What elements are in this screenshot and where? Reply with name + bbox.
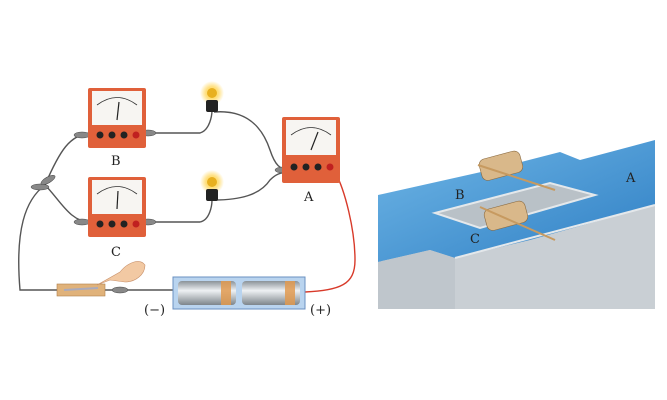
- label-negative: (−): [144, 303, 165, 318]
- switch: [56, 283, 106, 297]
- ammeter-c: [88, 177, 146, 237]
- clips: [30, 129, 292, 294]
- label-channel-c: C: [470, 232, 480, 247]
- water-channel-model: [378, 140, 656, 309]
- bulb-upper: [200, 81, 224, 112]
- label-meter-c: C: [111, 245, 121, 260]
- label-channel-b: B: [455, 188, 465, 203]
- waterwheel-lower: [479, 200, 556, 241]
- hand: [96, 261, 146, 286]
- label-meter-b: B: [111, 154, 121, 169]
- bulb-lower: [200, 170, 224, 201]
- label-positive: (+): [310, 303, 331, 318]
- label-channel-a: A: [625, 171, 636, 186]
- battery-pack: [172, 276, 306, 310]
- waterwheel-upper: [477, 150, 556, 191]
- ammeter-b: [88, 88, 146, 148]
- ammeter-a: [282, 117, 340, 183]
- label-meter-a: A: [303, 190, 314, 205]
